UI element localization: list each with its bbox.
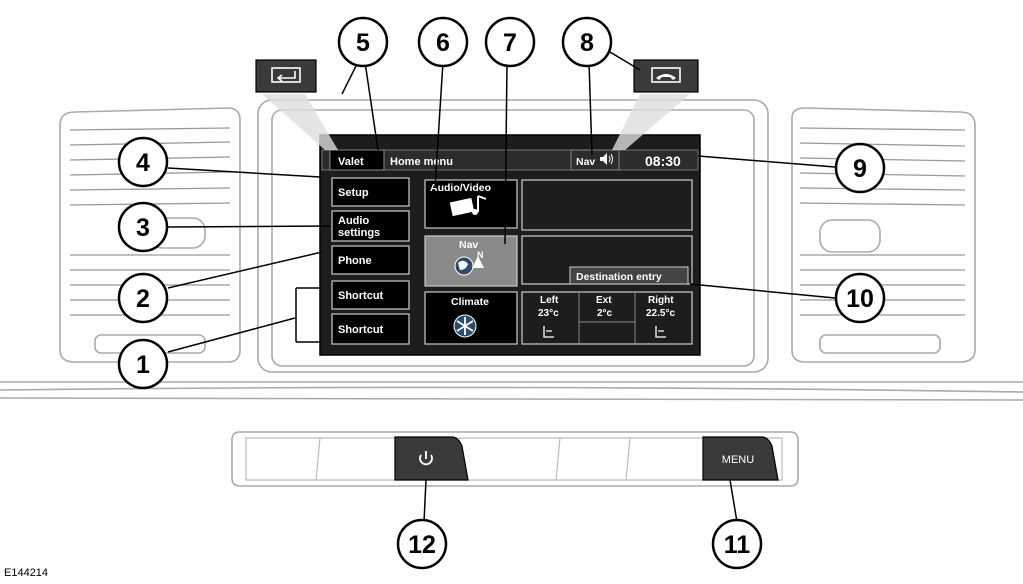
page-title: Home menu <box>390 156 453 168</box>
ext-temp-label: Ext <box>596 295 612 306</box>
setup-label: Setup <box>338 187 369 199</box>
setup-button[interactable]: Setup <box>331 177 410 207</box>
audio-settings-label-line2: settings <box>338 227 380 239</box>
seat-icon <box>543 326 554 338</box>
shortcut-button-2[interactable]: Shortcut <box>331 313 410 345</box>
destination-entry-label: Destination entry <box>576 271 662 283</box>
svg-text:12: 12 <box>408 531 436 559</box>
volume-icon <box>600 153 613 165</box>
phone-button[interactable]: Phone <box>331 245 410 275</box>
phone-label: Phone <box>338 255 372 267</box>
climate-label: Climate <box>451 296 489 308</box>
power-button[interactable] <box>394 436 469 481</box>
svg-text:11: 11 <box>724 531 751 559</box>
dashboard <box>0 99 1023 401</box>
callout-12: 12 <box>396 518 448 570</box>
valet-button[interactable] <box>329 149 385 171</box>
back-icon <box>271 67 301 83</box>
svg-text:2: 2 <box>136 285 150 313</box>
svg-text:9: 9 <box>853 155 867 183</box>
menu-column: Setup Audio settings Phone Shortcut Shor… <box>331 177 410 345</box>
temperature-panel: Left 23°c Ext 2°c Right 22.5°c <box>521 291 693 345</box>
nav-status-label: Nav <box>576 156 595 168</box>
left-temp[interactable]: Left 23°c <box>538 295 559 338</box>
valet-label: Valet <box>338 156 364 168</box>
svg-text:8: 8 <box>580 29 594 57</box>
callout-2: 2 <box>117 272 169 324</box>
leader-lines <box>167 51 836 523</box>
shortcut-label-1: Shortcut <box>338 290 384 302</box>
svg-text:6: 6 <box>436 29 450 57</box>
power-icon <box>419 451 433 466</box>
menu-button-label: MENU <box>722 454 754 466</box>
nav-tile[interactable]: Nav N <box>424 235 518 287</box>
right-temp-value: 22.5°c <box>646 308 675 319</box>
status-bar: Valet Home menu Nav 08:30 <box>321 149 699 171</box>
callout-10: 10 <box>834 272 886 324</box>
control-panel: MENU <box>231 431 799 487</box>
svg-text:10: 10 <box>846 285 874 313</box>
right-temp[interactable]: Right 22.5°c <box>646 295 675 338</box>
globe-nav-icon: N <box>454 250 484 276</box>
figure-id: E144214 <box>4 567 49 579</box>
left-temp-label: Left <box>540 295 559 306</box>
svg-text:1: 1 <box>136 351 150 379</box>
touch-screen: Valet Home menu Nav 08:30 Setup Audio se… <box>319 134 701 356</box>
destination-entry-button[interactable]: Destination entry <box>569 266 689 285</box>
phone-hangup-icon <box>651 67 681 83</box>
ext-temp-value: 2°c <box>597 308 613 319</box>
svg-text:N: N <box>477 250 484 260</box>
svg-text:7: 7 <box>503 29 517 57</box>
callout-8: 8 <box>561 16 613 68</box>
film-music-icon <box>449 195 487 217</box>
climate-tile[interactable]: Climate <box>424 291 518 345</box>
seat-icon <box>655 326 666 338</box>
snowflake-icon <box>453 314 477 338</box>
callout-3: 3 <box>117 201 169 253</box>
right-temp-label: Right <box>648 295 674 306</box>
callout-6: 6 <box>417 16 469 68</box>
nav-tile-label: Nav <box>459 239 478 251</box>
back-button[interactable] <box>255 59 317 93</box>
audio-settings-label-line1: Audio <box>338 215 369 227</box>
end-call-key-inset <box>612 59 699 150</box>
svg-text:5: 5 <box>356 29 370 57</box>
shortcut-label-2: Shortcut <box>338 324 384 336</box>
callout-7: 7 <box>484 16 536 68</box>
shortcut-button-1[interactable]: Shortcut <box>331 280 410 310</box>
clock: 08:30 <box>645 153 681 169</box>
callout-1: 1 <box>117 338 169 390</box>
callout-9: 9 <box>834 142 886 194</box>
svg-text:4: 4 <box>136 149 150 177</box>
back-key-inset <box>255 59 338 150</box>
svg-text:3: 3 <box>136 214 150 242</box>
ext-temp: Ext 2°c <box>596 295 613 319</box>
audio-video-tile[interactable]: Audio/Video <box>424 179 518 229</box>
audio-settings-button[interactable]: Audio settings <box>331 210 410 242</box>
callout-4: 4 <box>117 136 169 188</box>
callouts: 1 2 3 4 5 6 7 8 9 10 11 12 <box>117 16 886 570</box>
callout-11: 11 <box>711 518 763 570</box>
callout-5: 5 <box>337 16 389 68</box>
left-temp-value: 23°c <box>538 308 559 319</box>
menu-button[interactable]: MENU <box>702 436 779 481</box>
audio-video-info-panel <box>521 179 693 231</box>
audio-video-label: Audio/Video <box>430 182 491 194</box>
